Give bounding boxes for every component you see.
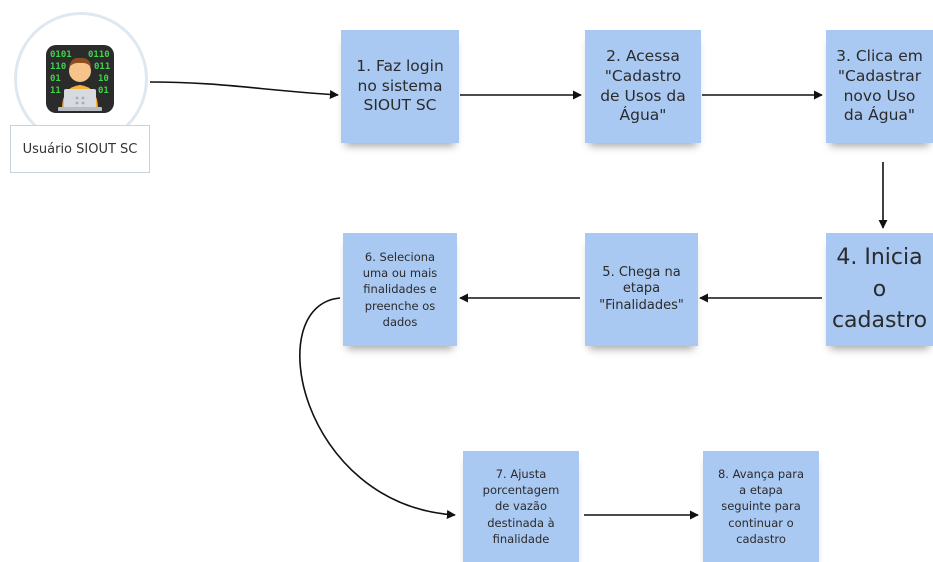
step-1-line: no sistema (357, 76, 443, 95)
step-2-line: Água" (619, 106, 667, 125)
step-8-line: 8. Avança para (717, 466, 805, 481)
step-3-line: "Cadastrar (837, 66, 922, 85)
step-8-line: continuar o (728, 515, 794, 530)
step-7-line: destinada à (487, 515, 555, 530)
step-4-line: o (872, 276, 887, 302)
step-6-line: dados (382, 314, 418, 329)
svg-text:0101: 0101 (50, 50, 72, 60)
svg-text:0110: 0110 (88, 50, 110, 60)
step-5-line: "Finalidades" (599, 297, 684, 313)
arrow-step6-to-step7 (299, 297, 456, 519)
step-1-note[interactable]: 1. Faz login no sistema SIOUT SC (341, 30, 459, 143)
svg-text:01: 01 (98, 86, 109, 96)
step-3-line: 3. Clica em (836, 46, 923, 65)
step-8-note[interactable]: 8. Avança para a etapa seguinte para con… (703, 451, 819, 562)
step-5-note[interactable]: 5. Chega na etapa "Finalidades" (585, 233, 698, 346)
step-6-line: uma ou mais (362, 266, 438, 280)
step-7-line: porcentagem (482, 483, 560, 497)
step-6-note[interactable]: 6. Seleciona uma ou mais finalidades e p… (343, 233, 457, 346)
step-3-note[interactable]: 3. Clica em "Cadastrar novo Uso da Água" (826, 30, 933, 143)
step-5-line: etapa (622, 281, 661, 297)
step-3-line: da Água" (843, 106, 916, 125)
step-6-line: preenche os (364, 298, 436, 313)
user-label: Usuário SIOUT SC (10, 125, 150, 173)
step-4-line: 4. Inicia (836, 244, 923, 270)
svg-text:011: 011 (94, 62, 110, 72)
step-4-note[interactable]: 4. Inicia o cadastro (826, 233, 933, 346)
step-4-line: cadastro (831, 308, 928, 334)
step-7-line: finalidade (492, 531, 550, 546)
step-6-line: 6. Seleciona (364, 249, 436, 264)
step-2-note[interactable]: 2. Acessa "Cadastro de Usos da Água" (585, 30, 701, 143)
step-6-line: finalidades e (363, 282, 437, 297)
step-1-line: SIOUT SC (363, 96, 437, 115)
step-7-note[interactable]: 7. Ajusta porcentagem de vazão destinada… (463, 451, 579, 562)
step-8-line: seguinte para (721, 499, 801, 514)
step-2-line: 2. Acessa (606, 46, 680, 65)
step-1-line: 1. Faz login (356, 56, 444, 75)
svg-text:11: 11 (50, 86, 61, 96)
step-5-line: 5. Chega na (602, 264, 681, 280)
svg-text:01: 01 (50, 74, 61, 84)
step-8-line: cadastro (736, 531, 786, 546)
svg-text:10: 10 (98, 74, 109, 84)
step-2-line: de Usos da (600, 86, 686, 105)
arrow-user-to-step1 (149, 81, 339, 99)
step-8-line: a etapa (739, 483, 783, 497)
svg-text:110: 110 (50, 62, 66, 72)
step-7-line: de vazão (494, 499, 547, 514)
step-2-line: "Cadastro (604, 66, 682, 85)
step-3-line: novo Uso (843, 86, 916, 105)
step-7-line: 7. Ajusta (495, 466, 547, 481)
